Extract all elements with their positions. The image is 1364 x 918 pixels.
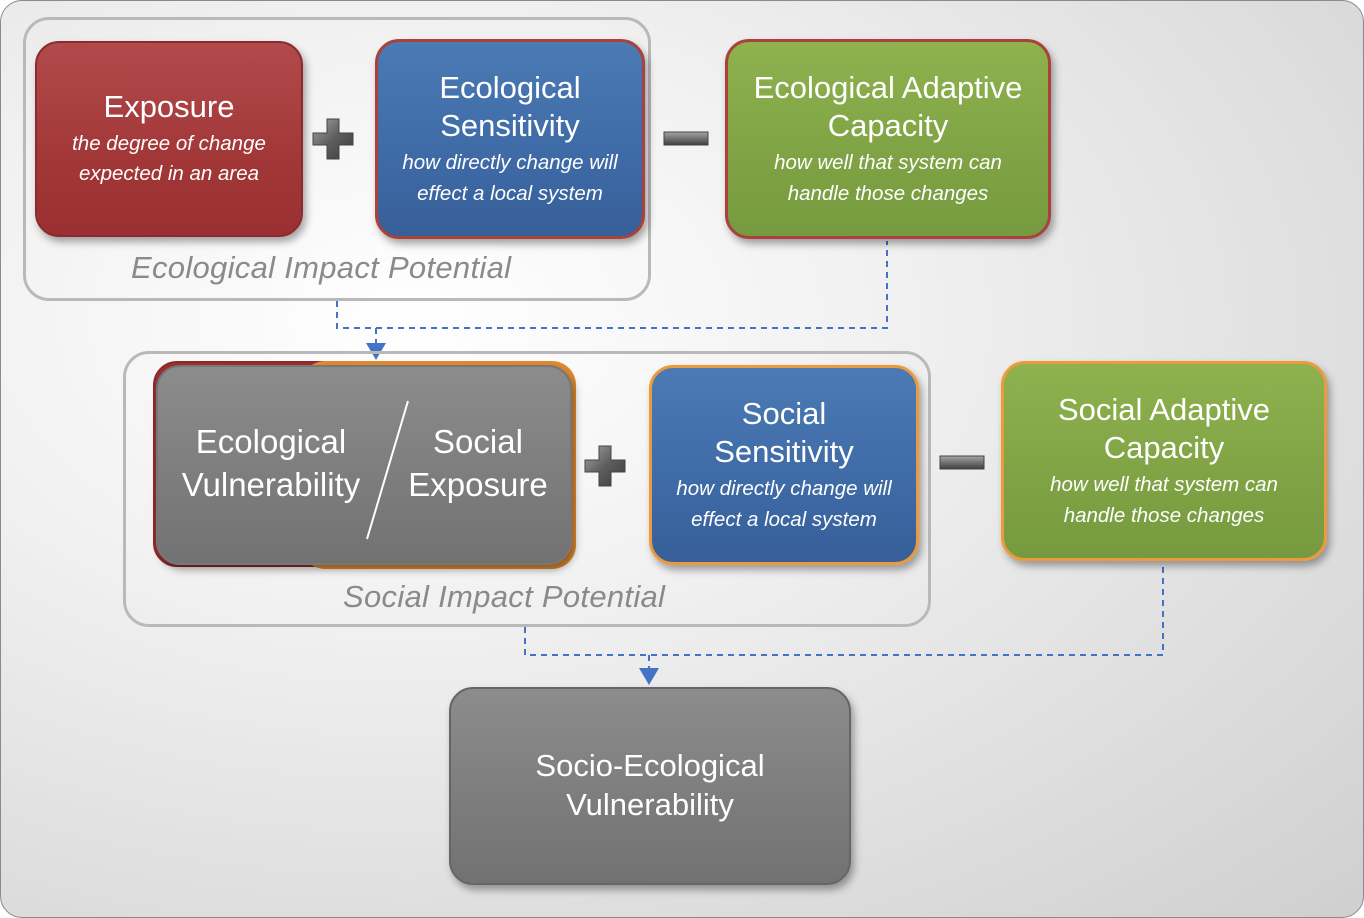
- social-adaptive-desc: how well that system can handle those ch…: [1050, 473, 1278, 527]
- ecological-adaptive-desc: how well that system can handle those ch…: [774, 151, 1002, 205]
- social-sensitivity-desc: how directly change will effect a local …: [676, 477, 892, 531]
- ecological-adaptive-box: Ecological Adaptive Capacity how well th…: [725, 39, 1051, 239]
- minus-icon: [663, 131, 709, 146]
- ecological-sensitivity-box: Ecological Sensitivity how directly chan…: [375, 39, 645, 239]
- ecological-vulnerability-box: [156, 365, 572, 565]
- social-adaptive-box: Social Adaptive Capacity how well that s…: [1001, 361, 1327, 561]
- socio-ecological-vulnerability-title: Socio-Ecological Vulnerability: [535, 748, 765, 822]
- exposure-desc: the degree of change expected in an area: [72, 131, 266, 186]
- connector-social-to-result: [524, 562, 1164, 669]
- socio-ecological-vulnerability-box: Socio-Ecological Vulnerability: [449, 687, 851, 885]
- exposure-title: Exposure: [103, 88, 235, 124]
- ecological-sensitivity-title: Ecological Sensitivity: [439, 69, 581, 144]
- ecological-impact-group: [23, 17, 651, 301]
- divider-slash: [366, 400, 409, 540]
- social-sensitivity-box: Social Sensitivity how directly change w…: [649, 365, 919, 565]
- exposure-box: Exposure the degree of change expected i…: [35, 41, 303, 237]
- ecological-adaptive-title: Ecological Adaptive Capacity: [753, 69, 1023, 144]
- plus-icon: [584, 445, 626, 487]
- arrowhead-to-result: [639, 668, 659, 685]
- ecological-vulnerability-label: Ecological Vulnerability: [181, 423, 361, 503]
- social-exposure-label: Social Exposure: [408, 423, 548, 503]
- plus-icon: [312, 118, 354, 160]
- social-adaptive-title: Social Adaptive Capacity: [1058, 391, 1270, 466]
- ecological-sensitivity-desc: how directly change will effect a local …: [402, 151, 618, 205]
- social-impact-label: Social Impact Potential: [343, 579, 666, 614]
- social-sensitivity-title: Social Sensitivity: [714, 395, 854, 470]
- ecological-impact-label: Ecological Impact Potential: [131, 250, 512, 285]
- minus-icon: [939, 455, 985, 470]
- social-impact-group: [123, 351, 931, 627]
- connector-ecological-to-social: [336, 241, 888, 345]
